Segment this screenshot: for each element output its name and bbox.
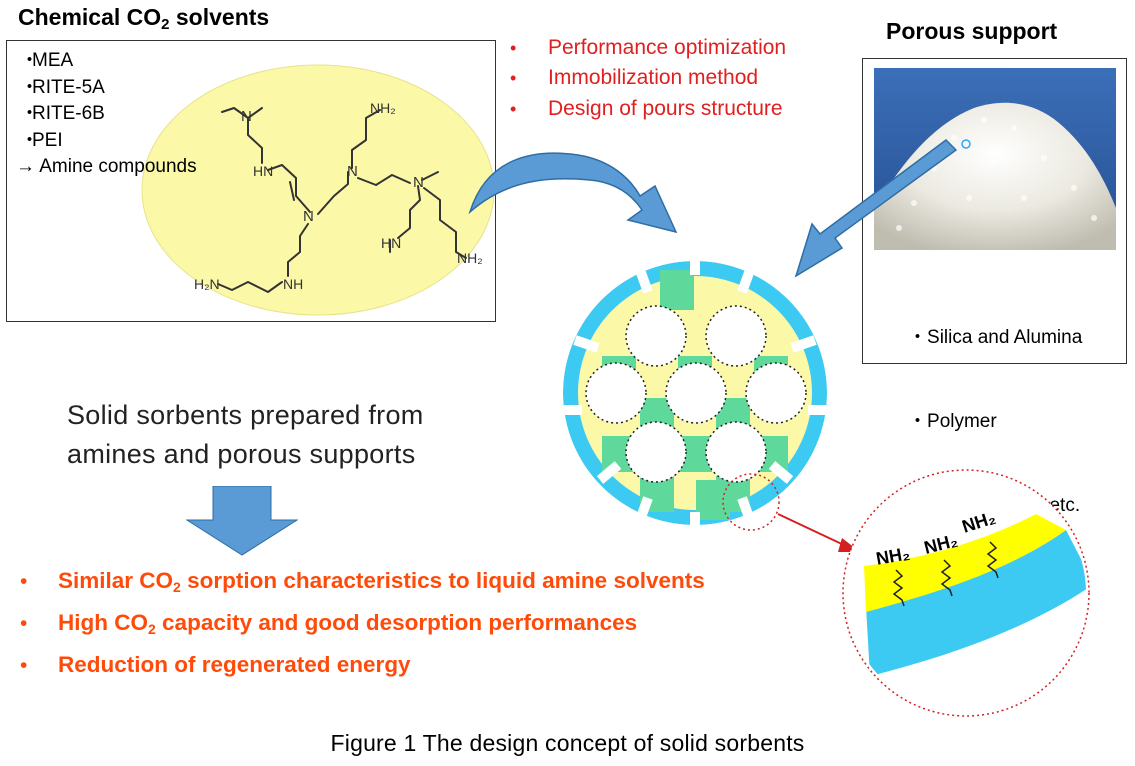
molecule-atom-label: HN <box>381 235 402 251</box>
goal-bullet: • <box>510 99 517 119</box>
porous-particle <box>563 261 827 525</box>
porous-support-title: Porous support <box>886 18 1058 44</box>
zoom-support-layer <box>866 530 1086 676</box>
goal-bullet: • <box>510 68 517 88</box>
molecule-atom-label: N <box>347 163 358 180</box>
molecule-atom-label: N <box>303 208 314 225</box>
list-item: ・MEA <box>20 50 74 71</box>
down-arrow-icon <box>186 486 298 556</box>
list-item: ・Polymer <box>908 411 997 432</box>
chemical-solvents-title: Chemical CO2 solvents <box>18 4 270 33</box>
goal-item: Immobilization method <box>548 66 759 89</box>
solid-sorbents-heading: Solid sorbents prepared from amines and … <box>67 396 424 474</box>
goal-item: Design of pours structure <box>548 97 783 120</box>
list-item: ・Silica and Alumina <box>908 327 1083 348</box>
molecule-atom-label: H₂N <box>194 276 220 292</box>
molecule-atom-label: N <box>241 108 252 125</box>
list-item-arrow: → Amine compounds <box>16 156 197 177</box>
list-item: ・PEI <box>20 129 63 151</box>
heading-line: amines and porous supports <box>67 439 416 469</box>
molecule-atom-label: HN <box>253 163 274 179</box>
support-arrow-icon <box>794 139 958 278</box>
pei-molecule-structure <box>217 107 467 293</box>
list-item: ・RITE-5A <box>20 76 105 98</box>
result-item: Reduction of regenerated energy <box>58 652 411 677</box>
goal-item: Performance optimization <box>548 36 787 59</box>
curved-arrow-icon <box>468 152 678 234</box>
molecule-atom-label: NH₂ <box>370 100 396 116</box>
result-item: High CO2 capacity and good desorption pe… <box>58 610 638 637</box>
zoom-source-circle <box>722 473 780 531</box>
list-item: ・RITE-6B <box>20 103 105 124</box>
molecule-atom-label: NH₂ <box>457 250 483 266</box>
result-bullet: • <box>20 570 28 593</box>
right-arrow-icon: → <box>16 156 35 177</box>
result-bullet: • <box>20 654 28 677</box>
zoom-amine-layer <box>864 514 1066 612</box>
goal-bullet: • <box>510 38 517 58</box>
molecule-atom-label: NH <box>283 276 304 292</box>
silica-gel-photo <box>874 68 1116 250</box>
molecule-atom-label: N <box>413 174 424 191</box>
result-bullet: • <box>20 612 28 635</box>
chemical-solvents-list: ・MEA ・RITE-5A ・RITE-6B ・PEI → Amine comp… <box>16 48 197 181</box>
heading-line: Solid sorbents prepared from <box>67 400 424 430</box>
result-item: Similar CO2 sorption characteristics to … <box>58 568 705 595</box>
figure-caption: Figure 1 The design concept of solid sor… <box>330 730 805 756</box>
